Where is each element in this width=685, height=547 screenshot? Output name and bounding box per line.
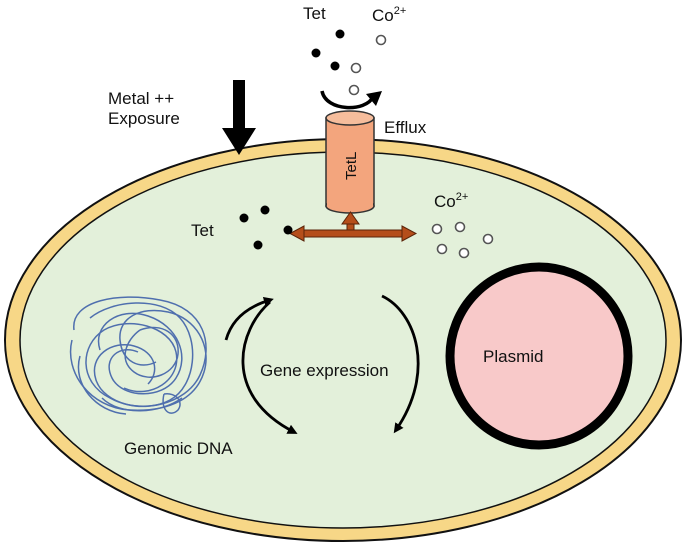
co-top-label: Co2+ [372, 5, 406, 25]
metal-exposure-label-line2: Exposure [108, 109, 180, 128]
tet-molecule [311, 48, 321, 58]
tet-top-label: Tet [303, 4, 326, 23]
efflux-label: Efflux [384, 118, 427, 137]
genomic-dna-label: Genomic DNA [124, 439, 233, 458]
transport-arrow-icon [288, 211, 418, 242]
tet-molecule [330, 61, 340, 71]
cobalt-ion [431, 223, 443, 235]
co-inside-label: Co2+ [434, 191, 468, 211]
cobalt-ion [348, 84, 360, 96]
cobalt-ion [436, 243, 448, 255]
tet-molecule [283, 225, 293, 235]
cobalt-ion [350, 62, 362, 74]
tet-molecule [335, 29, 345, 39]
plasmid-label: Plasmid [483, 347, 543, 366]
genomic-dna [69, 296, 207, 415]
gene-expression-cycle-icon [224, 294, 420, 434]
tet-inside-label: Tet [191, 221, 214, 240]
metal-exposure-arrow-icon [222, 80, 256, 155]
metal-exposure-label-line1: Metal ++ [108, 89, 174, 108]
tet-molecule [253, 240, 263, 250]
cobalt-ion [454, 221, 466, 233]
tet-molecule [239, 213, 249, 223]
gene-expression-label: Gene expression [260, 361, 389, 380]
tet-molecule [260, 205, 270, 215]
plasmid [445, 262, 633, 450]
tetl-label: TetL [343, 152, 360, 180]
cobalt-ion [458, 247, 470, 259]
tetl-pump: TetL [325, 110, 375, 214]
cobalt-ion [482, 233, 494, 245]
efflux-arrow-icon [320, 90, 382, 110]
cobalt-ion [375, 34, 387, 46]
